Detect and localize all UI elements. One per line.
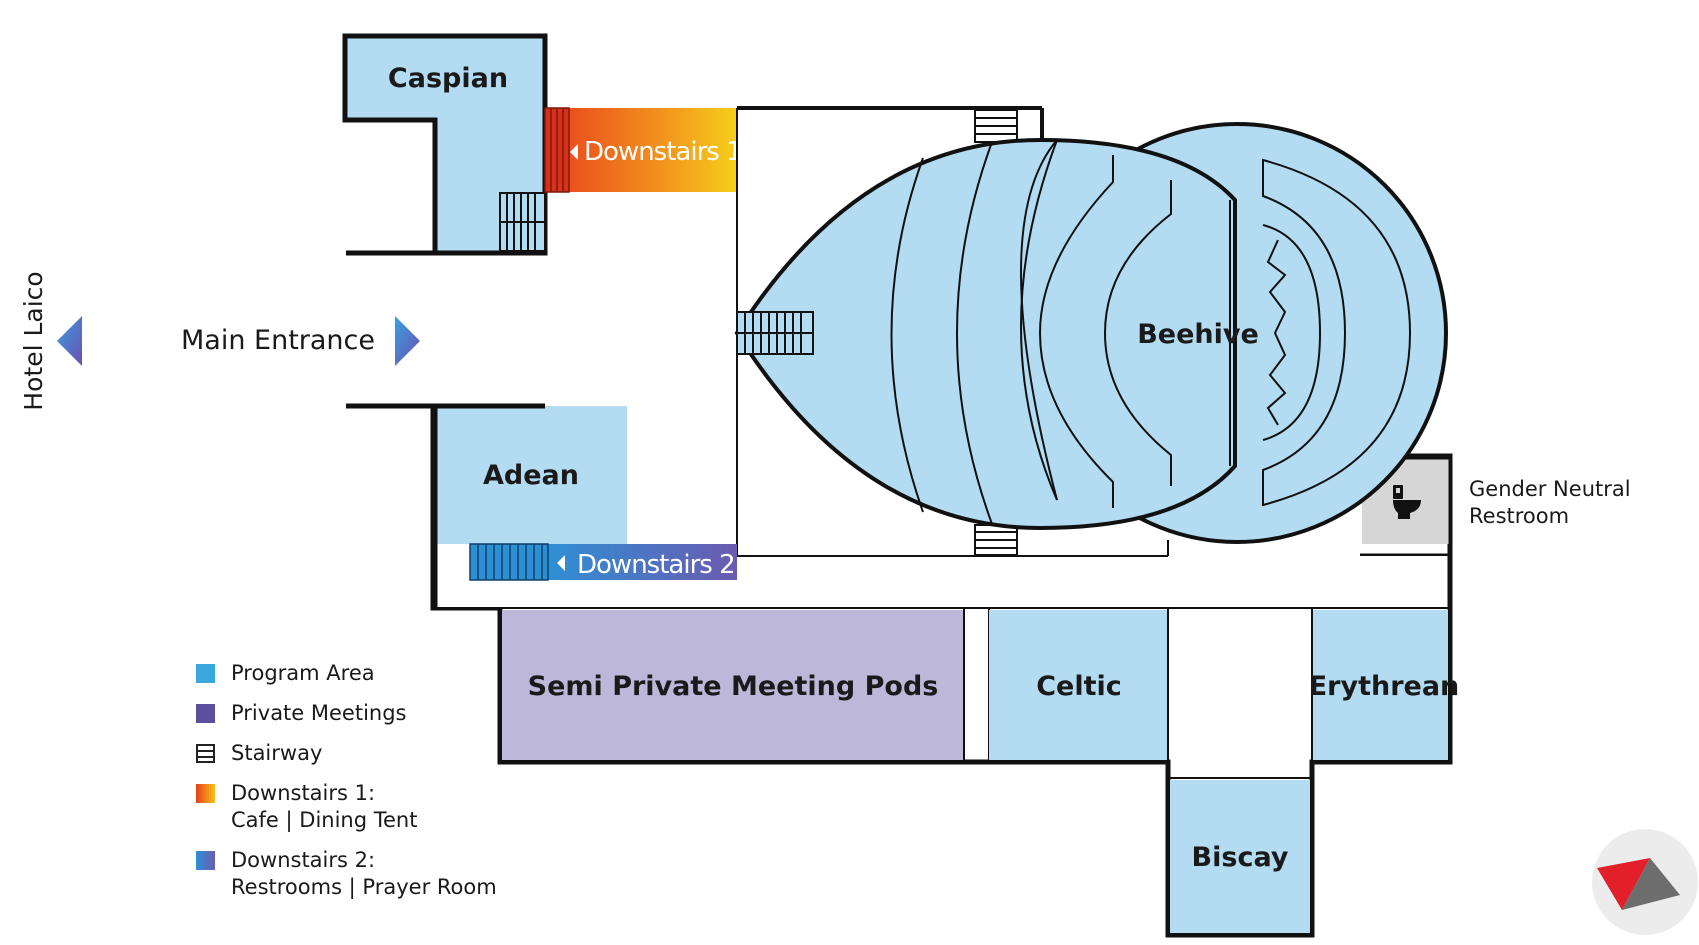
lower-rooms-frame [497,608,1453,938]
room-semi-private-label: Semi Private Meeting Pods [528,671,939,702]
downstairs-2-stair[interactable]: Downstairs 2 [469,543,737,581]
room-celtic-label: Celtic [1036,671,1122,702]
room-adean[interactable]: Adean [346,403,627,608]
downstairs-2-label: Downstairs 2 [577,550,735,580]
brand-logo [1592,829,1698,935]
room-erythrean[interactable]: Erythrean [1309,608,1460,760]
main-entrance-label: Main Entrance [181,325,375,356]
svg-text:Restroom: Restroom [1469,504,1569,528]
stairway-beehive-left [736,311,814,355]
arrow-left-icon [570,144,578,160]
room-biscay[interactable]: Biscay [1168,777,1312,933]
room-caspian-label: Caspian [388,63,508,94]
arrow-left-icon [557,555,565,571]
restroom-label: Gender Neutral Restroom [1469,477,1631,528]
room-caspian[interactable]: Caspian [342,33,548,256]
room-beehive-label: Beehive [1137,319,1259,350]
downstairs-1-label: Downstairs 1 [584,137,742,167]
downstairs-1-stair[interactable]: Downstairs 1 [544,107,743,193]
room-semi-private-meeting-pods[interactable]: Semi Private Meeting Pods [502,610,964,760]
legend-stairway: Stairway [196,740,497,767]
room-celtic[interactable]: Celtic [989,608,1169,760]
stairway-beehive-bottom [974,524,1018,556]
downstairs-1-swatch [196,784,215,803]
legend-downstairs-1: Downstairs 1: Cafe | Dining Tent [196,780,497,834]
legend-downstairs-2: Downstairs 2: Restrooms | Prayer Room [196,847,497,901]
stairway-caspian [499,192,546,252]
stairway-icon [196,744,215,763]
room-beehive[interactable]: Beehive [734,122,1448,544]
legend-program-area: Program Area [196,660,497,687]
room-biscay-label: Biscay [1192,842,1289,873]
beehive-hall-frame [736,106,1169,557]
program-area-swatch [196,664,215,683]
arrow-right-icon [395,316,420,366]
room-adean-label: Adean [483,460,579,491]
legend-private-meetings: Private Meetings [196,700,497,727]
stairway-beehive-top [974,109,1018,143]
private-meetings-swatch [196,704,215,723]
hotel-laico-direction[interactable]: Hotel Laico [19,271,82,411]
toilet-icon [1393,485,1421,519]
hotel-laico-label: Hotel Laico [19,271,48,410]
room-erythrean-label: Erythrean [1309,671,1460,702]
svg-text:Gender Neutral: Gender Neutral [1469,477,1631,501]
arrow-left-icon [57,316,82,366]
main-entrance[interactable]: Main Entrance [181,316,420,366]
downstairs-2-swatch [196,851,215,870]
map-legend: Program Area Private Meetings Stairway D… [196,660,497,914]
